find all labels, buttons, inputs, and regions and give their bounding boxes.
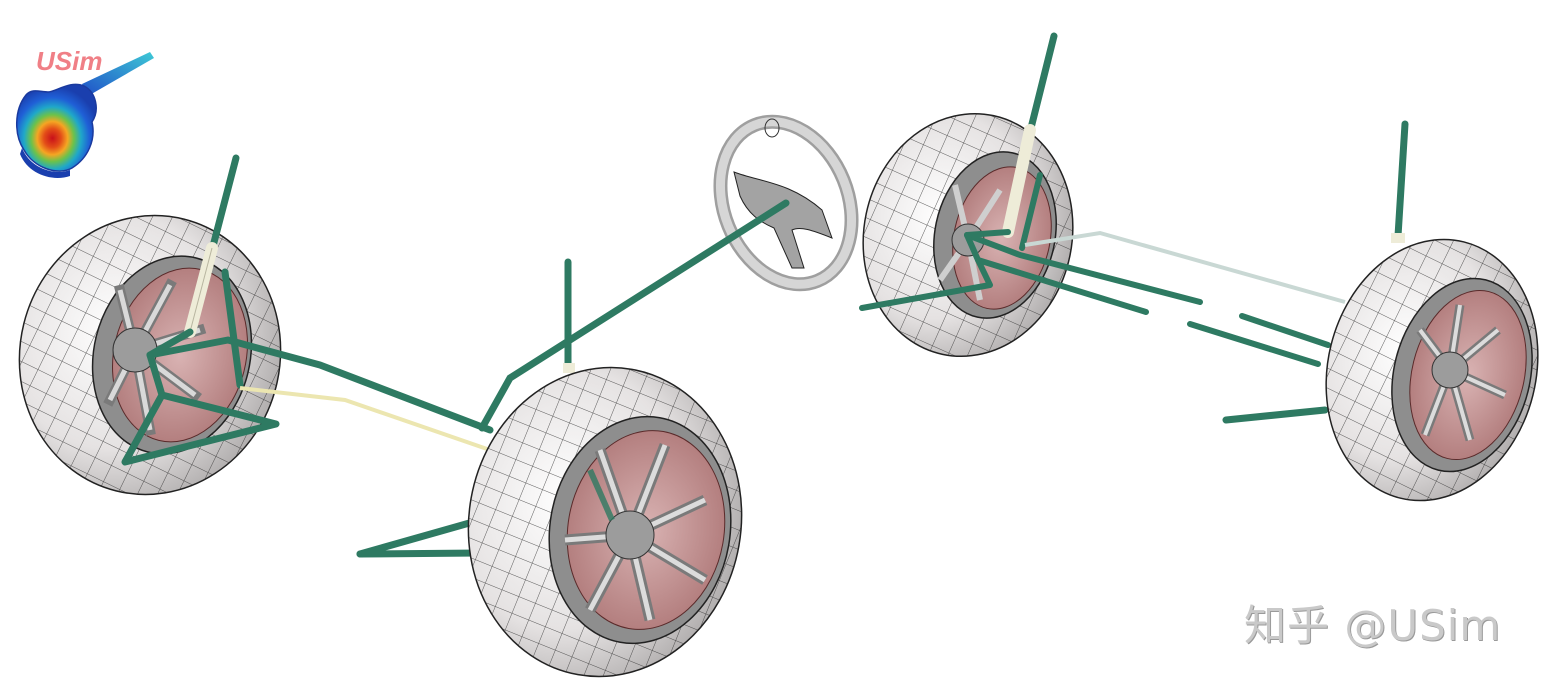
guitar-stress-contour-icon (16, 52, 154, 178)
rear-left-suspension (859, 32, 1346, 367)
steering-column (478, 199, 790, 432)
front-left-suspension (121, 154, 494, 466)
logo (16, 52, 154, 178)
steering-wheel (713, 114, 859, 292)
logo-text: USim (36, 46, 103, 76)
watermark-text: 知乎 @USim (1244, 601, 1502, 650)
front-right-wheel (356, 258, 743, 678)
rear-right-wheel (1222, 120, 1539, 502)
